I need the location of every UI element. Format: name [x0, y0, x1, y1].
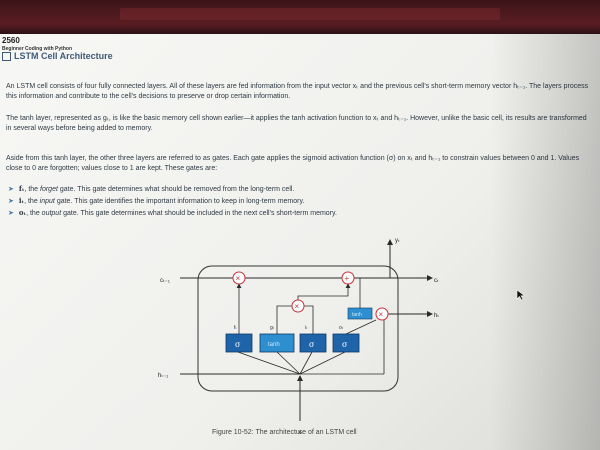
i-to-mult-line [304, 305, 314, 334]
label-y: yₜ [395, 238, 400, 244]
tab-strip [120, 8, 500, 20]
cell-outline [197, 265, 399, 392]
label-f: fₜ [234, 325, 237, 331]
paragraph-2: The tanh layer, represented as gₜ, is li… [6, 115, 587, 132]
paragraph-3: Aside from this tanh layer, the other th… [6, 155, 580, 172]
output-multiply-symbol: × [379, 310, 384, 319]
label-x: xₜ [298, 430, 303, 436]
o-to-mult-line [345, 319, 377, 335]
input-gate-sigma: σ [309, 340, 315, 349]
label-h-next: hₜ [434, 313, 439, 319]
label-i: iₜ [305, 325, 308, 331]
label-g: gₜ [270, 325, 275, 331]
label-c-prev: cₜ₋₁ [160, 278, 170, 284]
label-c-next: cₜ [434, 278, 439, 284]
g-to-mult-line [276, 305, 292, 334]
figure-caption: Figure 10-52: The architecture of an LST… [212, 429, 357, 436]
gate-list: ➤ fₜ, the forget gate. This gate determi… [8, 183, 568, 219]
paragraph-1: An LSTM cell consists of four fully conn… [6, 83, 589, 100]
mult-to-plus-line [297, 283, 351, 301]
bullet-arrow-icon: ➤ [8, 186, 14, 193]
tanh-output-box [347, 307, 373, 320]
forget-multiply-op [232, 271, 246, 285]
output-gate-sigma: σ [342, 340, 348, 349]
mouse-pointer-icon [516, 289, 526, 301]
add-symbol: + [345, 274, 350, 283]
list-item: ➤ iₜ, the input gate. This gate identifi… [8, 196, 305, 205]
tanh-layer-label: tanh [268, 342, 280, 348]
input-multiply-op [291, 299, 305, 313]
add-op [341, 271, 355, 285]
book-subtitle: Beginner Coding with Python [2, 46, 72, 52]
input-multiply-symbol: × [295, 302, 300, 311]
output-multiply-op [375, 307, 389, 321]
bullet-arrow-icon: ➤ [8, 198, 14, 205]
book-id: 2560 [2, 36, 20, 45]
label-o: oₜ [339, 325, 344, 331]
lstm-diagram: yₜ cₜ₋₁ cₜ hₜ hₜ₋₁ xₜ σ tanh σ σ fₜ gₜ [158, 238, 439, 436]
section-title: LSTM Cell Architecture [2, 51, 113, 61]
forget-gate-sigma: σ [235, 340, 241, 349]
list-item: ➤ fₜ, the forget gate. This gate determi… [8, 184, 295, 193]
section-title-text: LSTM Cell Architecture [14, 51, 113, 61]
browser-top-bar [0, 0, 600, 34]
forget-multiply-symbol: × [236, 274, 241, 283]
bullet-arrow-icon: ➤ [8, 210, 14, 217]
section-marker-icon [2, 51, 11, 61]
label-h-prev: hₜ₋₁ [158, 373, 168, 379]
book-page[interactable]: 2560 Beginner Coding with Python LSTM Ce… [0, 34, 600, 450]
tanh-output-label: tanh [352, 312, 362, 318]
fan-in-lines [237, 351, 346, 375]
list-item: ➤ oₜ, the output gate. This gate determi… [8, 208, 337, 217]
